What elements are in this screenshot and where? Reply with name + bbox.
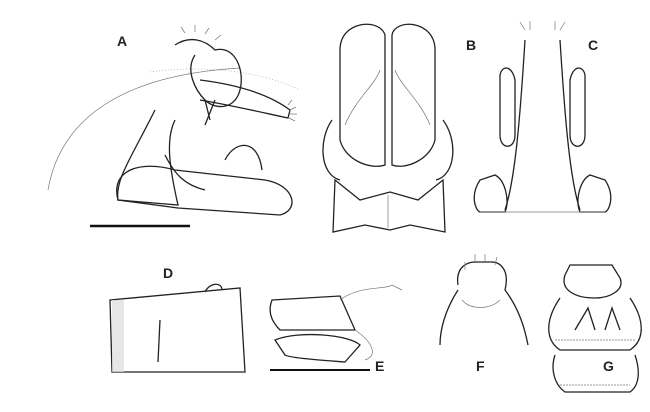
panel-label-c: C <box>588 37 599 53</box>
panel-c-drawing <box>473 21 612 213</box>
panel-label-a: A <box>117 33 128 49</box>
panel-e-drawing <box>269 284 403 363</box>
panel-label-d: D <box>163 265 174 281</box>
panel-f-drawing <box>439 254 529 346</box>
panel-label-f: F <box>476 358 485 374</box>
panel-b-drawing <box>322 23 454 233</box>
panel-label-b: B <box>466 37 477 53</box>
panel-g-drawing <box>548 264 642 393</box>
panel-a-drawing <box>47 25 301 216</box>
panel-label-e: E <box>375 358 385 374</box>
panel-label-g: G <box>603 358 614 374</box>
panel-d-drawing <box>109 283 246 373</box>
